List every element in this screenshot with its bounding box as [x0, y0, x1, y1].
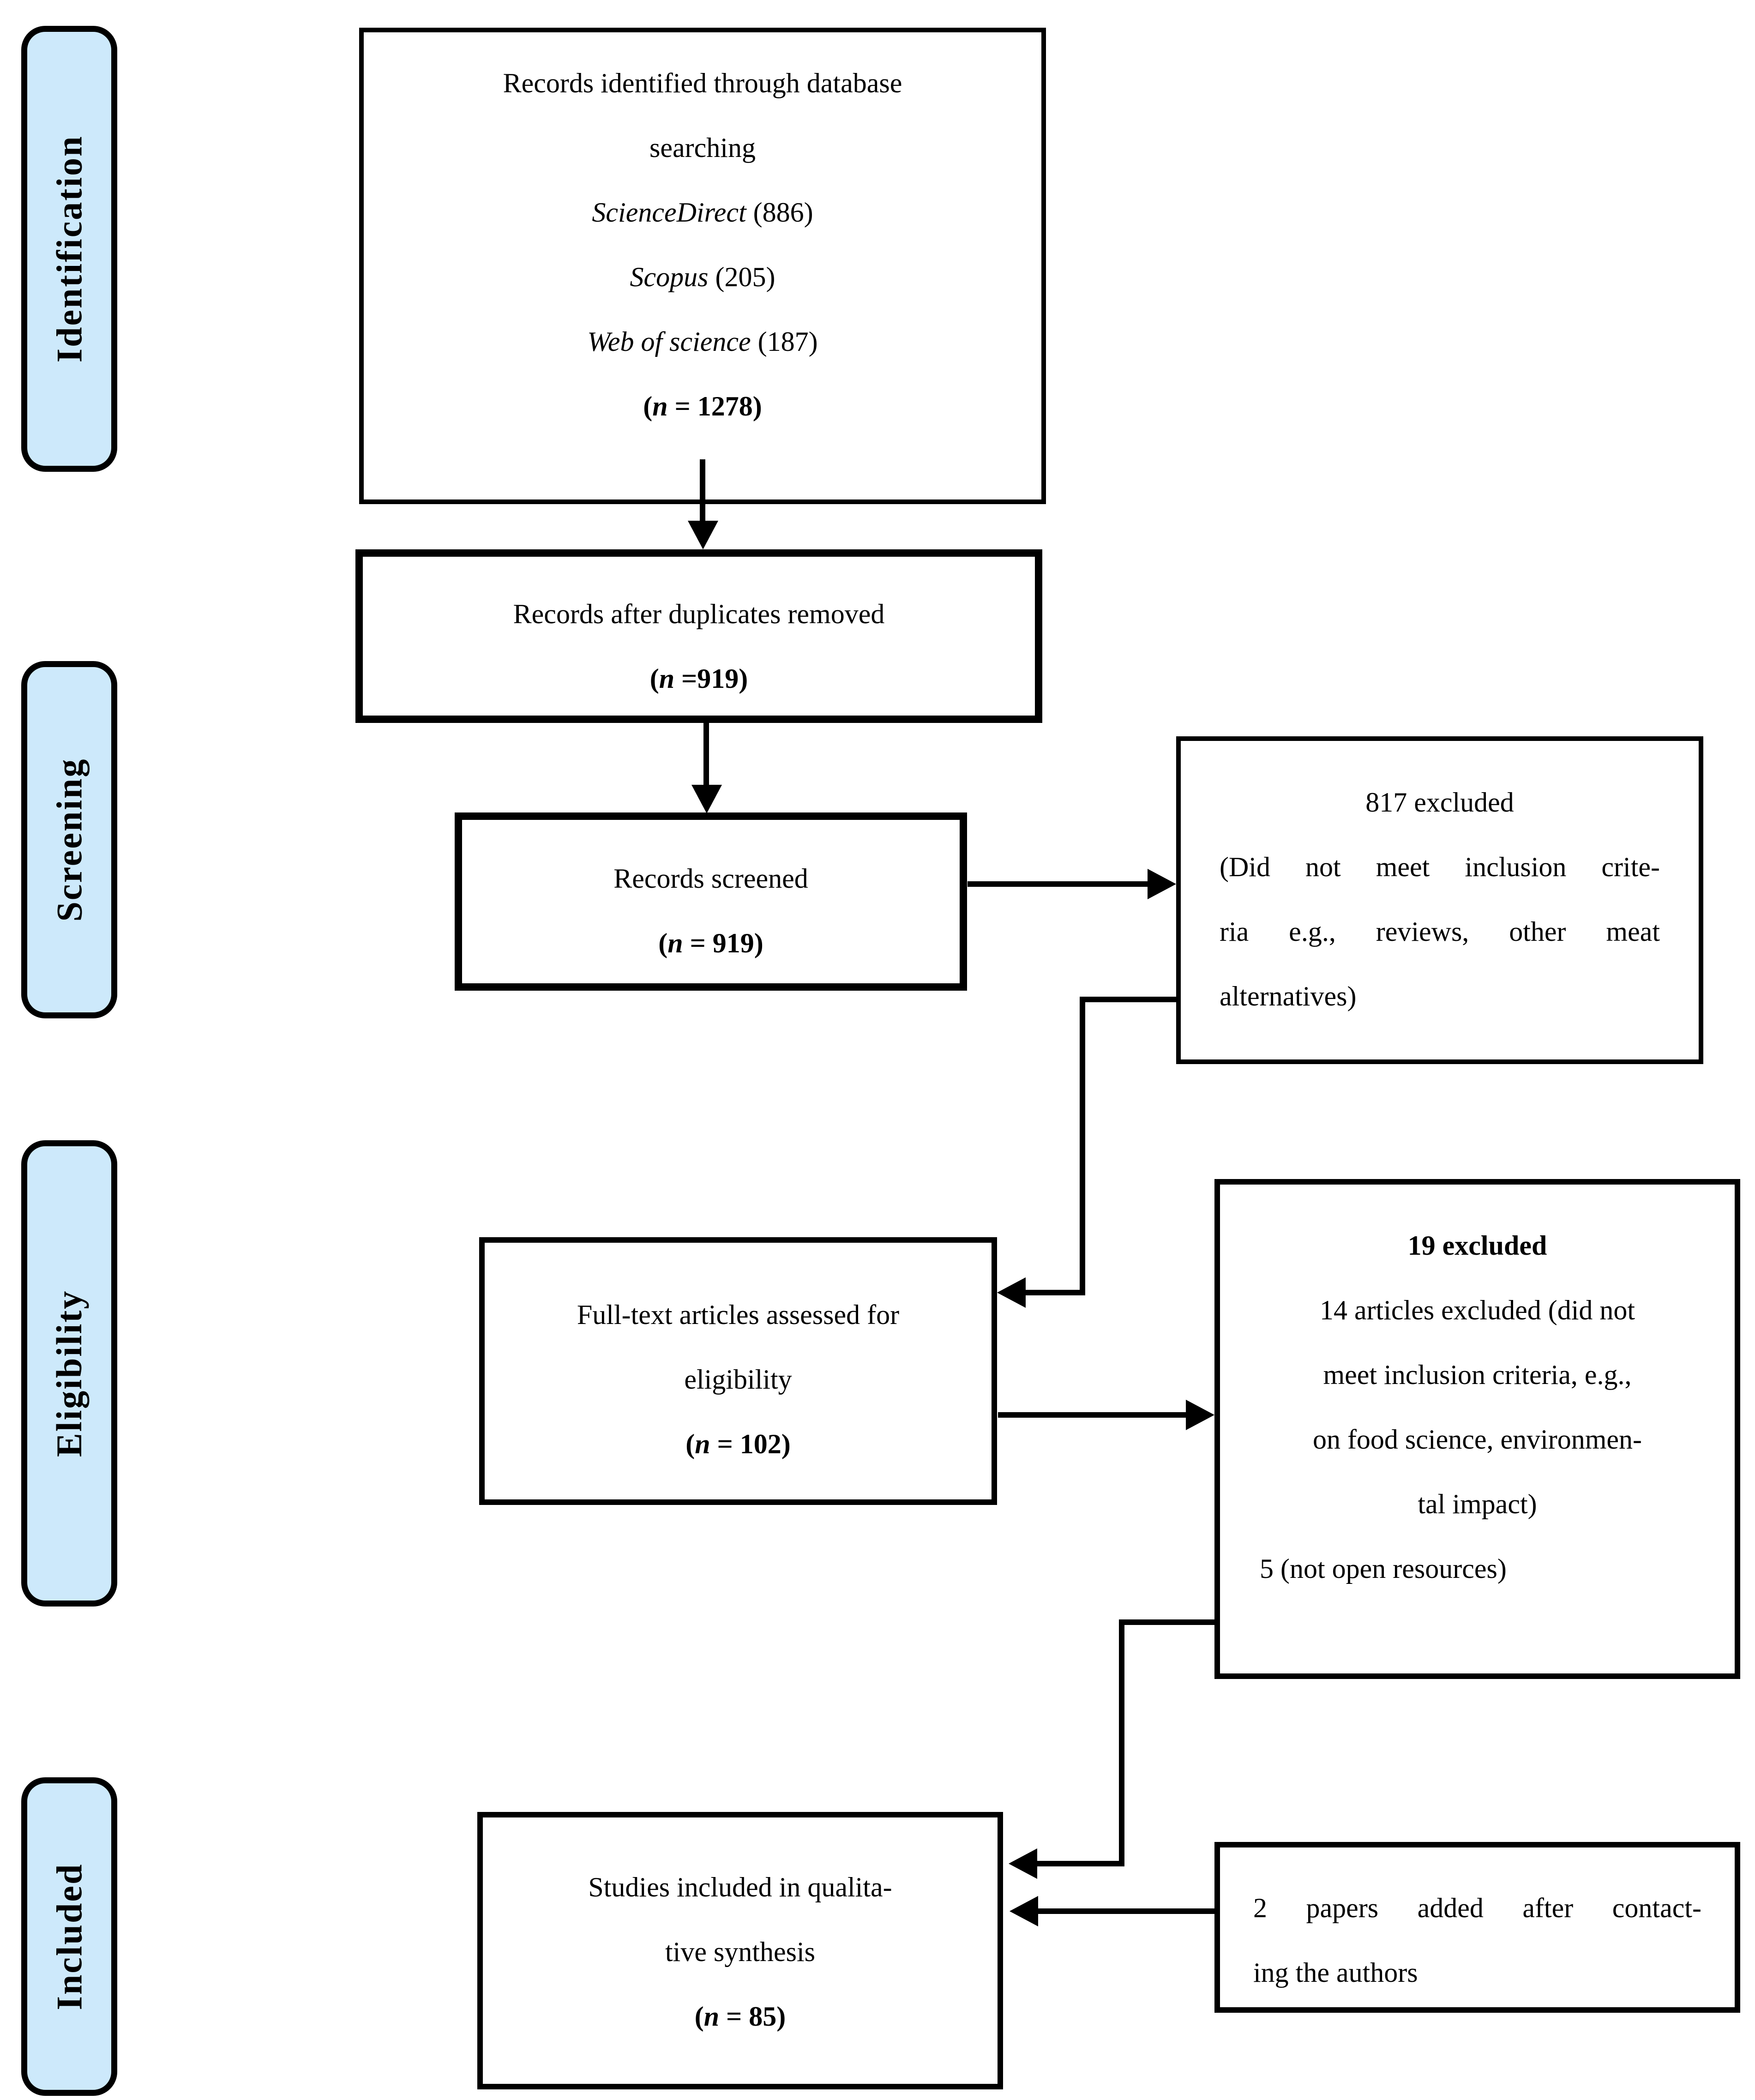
records-identified-db2: Scopus (205): [630, 262, 775, 292]
stage-eligibility: Eligibility: [21, 1140, 117, 1607]
records-identified-db1: ScienceDirect (886): [592, 197, 813, 228]
arrow-fulltext-to-excluded19-line: [998, 1412, 1188, 1418]
elbow-excluded-to-fulltext-seg1: [1082, 997, 1176, 1002]
elbow-excluded19-to-studies-head: [1009, 1848, 1037, 1879]
box-records-identified: Records identified through database sear…: [359, 28, 1046, 504]
arrow-identified-to-duplicates-line: [700, 459, 705, 524]
excluded-19-line5: 5 (not open resources): [1260, 1553, 1507, 1584]
stage-screening-label: Screening: [49, 758, 90, 922]
arrow-fulltext-to-excluded19-head: [1186, 1400, 1214, 1430]
stage-identification-label: Identification: [49, 135, 90, 363]
records-identified-count: (n = 1278): [643, 391, 762, 421]
excluded-817-line2: ria e.g., reviews, other meat: [1220, 916, 1660, 947]
elbow-excluded19-to-studies-seg2: [1119, 1619, 1124, 1866]
arrow-papers-to-studies-head: [1010, 1896, 1038, 1926]
excluded-19-line1: 14 articles excluded (did not: [1319, 1295, 1635, 1325]
elbow-excluded19-to-studies-seg1: [1122, 1619, 1214, 1625]
studies-line1: Studies included in qualita-: [588, 1872, 892, 1902]
excluded-19-line2: meet inclusion criteria, e.g.,: [1323, 1360, 1632, 1390]
arrow-screened-to-excluded-line: [968, 881, 1150, 887]
elbow-excluded-to-fulltext-head: [997, 1277, 1026, 1308]
fulltext-line1: Full-text articles assessed for: [577, 1300, 900, 1330]
stage-screening: Screening: [21, 661, 117, 1018]
box-19-excluded: 19 excluded 14 articles excluded (did no…: [1214, 1179, 1740, 1679]
box-duplicates-removed: Records after duplicates removed (n =919…: [355, 549, 1042, 723]
papers-added-line2: ing the authors: [1253, 1957, 1418, 1988]
excluded-817-title: 817 excluded: [1365, 787, 1514, 818]
fulltext-count: (n = 102): [685, 1429, 791, 1459]
arrow-identified-to-duplicates-head: [688, 521, 718, 549]
stage-included-label: Included: [49, 1863, 90, 2010]
excluded-817-line1: (Did not meet inclusion crite-: [1220, 852, 1660, 882]
excluded-19-line3: on food science, environmen-: [1312, 1424, 1642, 1455]
box-records-screened: Records screened (n = 919): [455, 812, 967, 991]
elbow-excluded-to-fulltext-seg3: [1026, 1290, 1085, 1295]
elbow-excluded19-to-studies-seg3: [1037, 1861, 1122, 1866]
arrow-duplicates-to-screened-head: [691, 785, 722, 813]
fulltext-line2: eligibility: [684, 1364, 792, 1395]
studies-line2: tive synthesis: [665, 1937, 815, 1967]
excluded-19-line4: tal impact): [1418, 1489, 1537, 1519]
arrow-screened-to-excluded-head: [1148, 869, 1176, 899]
box-studies-included: Studies included in qualita- tive synthe…: [477, 1812, 1003, 2089]
elbow-excluded-to-fulltext-seg2: [1080, 997, 1085, 1295]
excluded-19-title: 19 excluded: [1407, 1230, 1547, 1261]
records-identified-line1: Records identified through database: [503, 68, 902, 98]
box-fulltext-assessed: Full-text articles assessed for eligibil…: [479, 1237, 997, 1505]
arrow-papers-to-studies-line: [1038, 1908, 1214, 1914]
records-screened-line1: Records screened: [613, 863, 808, 894]
duplicates-removed-count: (n =919): [649, 663, 748, 694]
records-screened-count: (n = 919): [658, 928, 763, 958]
box-817-excluded: 817 excluded (Did not meet inclusion cri…: [1176, 736, 1703, 1064]
records-identified-line2: searching: [649, 132, 756, 163]
arrow-duplicates-to-screened-line: [703, 723, 709, 788]
papers-added-line1: 2 papers added after contact-: [1253, 1893, 1701, 1923]
box-papers-added: 2 papers added after contact- ing the au…: [1214, 1842, 1740, 2013]
stage-identification: Identification: [21, 26, 117, 472]
excluded-817-line3: alternatives): [1220, 981, 1357, 1011]
stage-eligibility-label: Eligibility: [49, 1289, 89, 1457]
studies-count: (n = 85): [694, 2001, 786, 2032]
duplicates-removed-line1: Records after duplicates removed: [513, 599, 885, 629]
records-identified-db3: Web of science (187): [587, 326, 818, 357]
stage-included: Included: [21, 1777, 117, 2096]
